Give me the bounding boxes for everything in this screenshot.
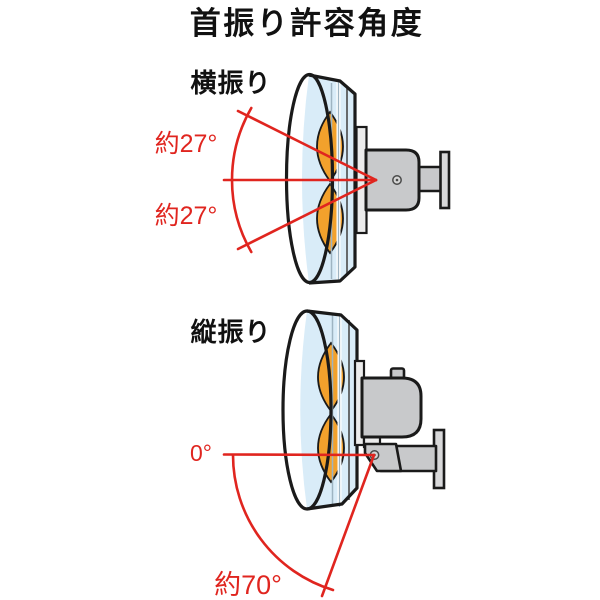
down-swing-line	[320, 453, 376, 598]
horizontal-swing-diagram: 横振り 約27° 約27°	[155, 68, 451, 285]
fan-front-ring	[284, 72, 335, 285]
fan-blade-lower	[317, 412, 345, 484]
sweep-angle-value: 約70°	[214, 570, 282, 600]
zero-degree-line	[222, 453, 376, 457]
swing-arc	[231, 453, 335, 592]
motor-screw-dot	[395, 178, 399, 182]
swing-arc	[230, 106, 253, 254]
page-title: 首振り許容角度	[190, 6, 425, 41]
lower-swing-line	[236, 178, 378, 251]
fan-front-ring	[281, 309, 333, 511]
zero-angle-value: 0°	[190, 440, 212, 466]
wall-flange	[439, 150, 451, 210]
upper-angle-value: 約27°	[155, 130, 218, 158]
lower-angle-value: 約27°	[155, 202, 218, 230]
motor-body	[360, 376, 423, 439]
upper-swing-line	[236, 109, 378, 182]
vertical-swing-label: 縦振り	[190, 317, 271, 347]
mount-arm	[416, 165, 443, 193]
horizontal-swing-label: 横振り	[190, 68, 271, 98]
vertical-swing-diagram: 縦振り 0° 約70°	[190, 309, 446, 600]
